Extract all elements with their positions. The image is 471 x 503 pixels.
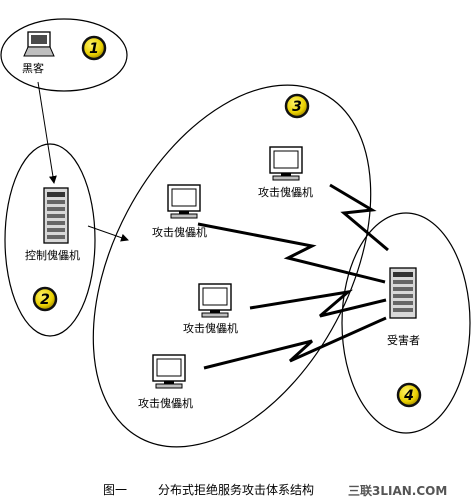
arrow-hacker-to-controller (37, 81, 57, 184)
attack-line-2 (197, 222, 386, 284)
server-icon (389, 267, 417, 319)
badge-2-text: 2 (40, 292, 50, 308)
zombie-label: 攻击傀儡机 (258, 185, 313, 199)
victim-label: 受害者 (387, 333, 420, 347)
laptop-icon (23, 31, 55, 57)
attack-line-1 (329, 183, 389, 252)
region-controller (4, 143, 96, 337)
badge-1-text: 1 (89, 41, 99, 57)
attack-line-3 (249, 289, 387, 318)
badge-4-text: 4 (403, 388, 414, 404)
monitor-icon (198, 283, 232, 318)
arrow-controller-to-zombies (87, 225, 129, 242)
monitor-icon (167, 184, 201, 219)
region-zombies (92, 84, 372, 448)
attack-line-4 (203, 316, 387, 370)
hacker-label: 黑客 (22, 61, 44, 75)
controller-label: 控制傀儡机 (25, 248, 80, 262)
badge-4: 4 (396, 382, 422, 408)
badge-1: 1 (81, 35, 107, 61)
monitor-icon (269, 146, 303, 181)
figure-title: 分布式拒绝服务攻击体系结构 (158, 482, 314, 497)
badge-2: 2 (32, 286, 58, 312)
badge-3-text: 3 (292, 99, 302, 115)
zombie-label: 攻击傀儡机 (152, 225, 207, 239)
server-icon (43, 187, 69, 244)
figure-number: 图一 (103, 483, 127, 497)
badge-3: 3 (284, 93, 310, 119)
zombie-label: 攻击傀儡机 (183, 321, 238, 335)
watermark: 三联3LIAN.COM (348, 484, 447, 498)
monitor-icon (152, 354, 186, 389)
zombie-label: 攻击傀儡机 (138, 396, 193, 410)
region-victim (341, 212, 471, 434)
region-hacker (0, 18, 128, 92)
